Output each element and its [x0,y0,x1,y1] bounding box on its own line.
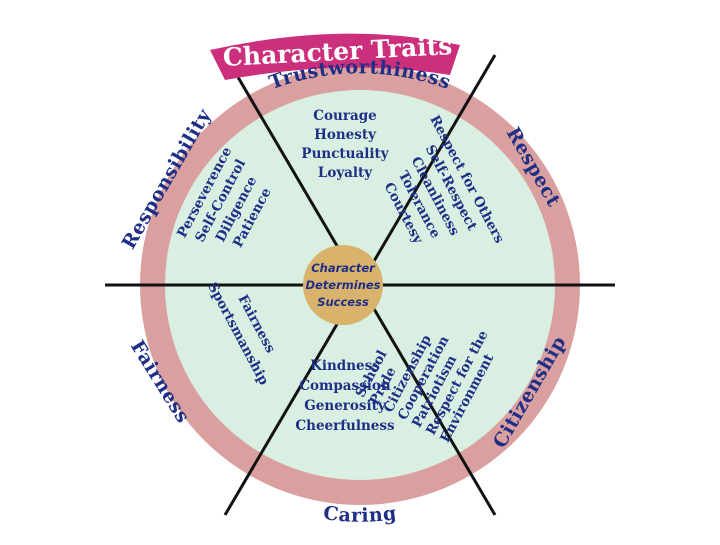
trait-courage: Courage [313,108,376,124]
trait-cheerfulness: Cheerfulness [295,418,395,434]
trait-honesty: Honesty [314,127,377,143]
trait-generosity: Generosity [304,398,387,414]
title-banner [210,33,460,80]
center-line-2: Determines [305,278,380,292]
center-line-1: Character [311,261,376,275]
trait-loyalty: Loyalty [318,165,373,181]
trait-punctuality: Punctuality [301,146,389,162]
svg-text:Caring: Caring [322,502,398,527]
center-hub-circle [303,245,383,325]
trait-kindness: Kindness [310,358,380,374]
center-hub: Character Determines Success [303,245,383,325]
category-label-caring: Caring [322,502,397,527]
center-line-3: Success [317,295,369,309]
section-caring: Caring Kindness Compassion Generosity Ch… [295,358,398,527]
trait-compassion: Compassion [299,378,391,394]
